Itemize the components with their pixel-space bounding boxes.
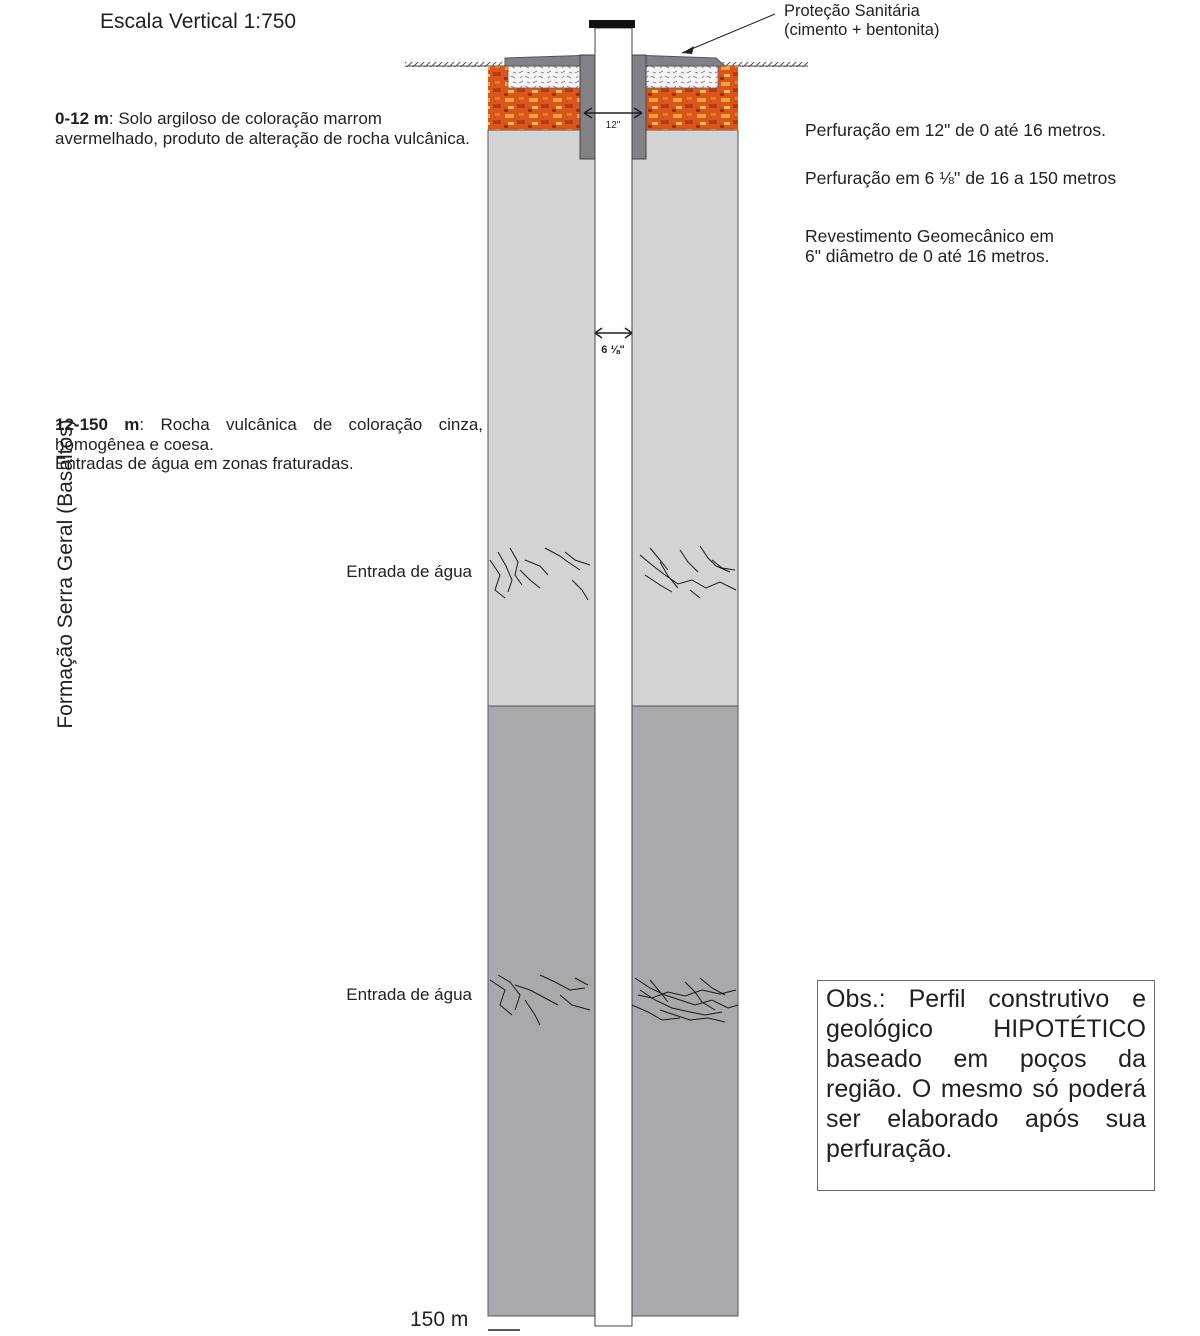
sanitary-protection-label: Proteção Sanitária (cimento + bentonita) [784,2,939,40]
fracture-zone-upper [489,545,737,601]
formation-label: Formação Serra Geral (Basaltos) [54,419,77,729]
drilling-6-spec: Perfuração em 6 ⅛'' de 16 a 150 metros [805,168,1117,188]
protection-leader [681,13,776,54]
water-entry-label-upper: Entrada de água [346,562,472,581]
rock-layer-description: 12-150 m: Rocha vulcânica de coloração c… [55,415,483,474]
sanitary-protection-line1: Proteção Sanitária [784,2,920,20]
observation-note: Obs.: Perfil construtivo e geológico HIP… [817,980,1155,1191]
soil-layer-text: : Solo argiloso de coloração marrom aver… [55,109,470,148]
soil-layer-range: 0-12 m [55,109,109,128]
diameter-6-arrow [594,327,633,339]
casing-spec-line2: 6" diâmetro de 0 até 16 metros. [805,246,1050,266]
sanitary-seal [504,54,727,89]
note-line-6: perfuração. [826,1135,953,1163]
rock-layer-water-note: Entradas de água em zonas fraturadas. [55,454,354,473]
right-formation-column [631,66,739,1317]
drilling-12-spec: Perfuração em 12" de 0 até 16 metros. [805,120,1106,140]
upper-casing [579,54,647,160]
soil-layer-description: 0-12 m: Solo argiloso de coloração marro… [55,109,483,148]
depth-label: 150 m [410,1308,469,1331]
water-entry-label-lower: Entrada de água [346,985,472,1004]
well-cap [589,20,635,28]
rock-layer-range: 12-150 m [55,415,140,434]
vertical-scale-label: Escala Vertical 1:750 [100,10,297,33]
casing-spec-line1: Revestimento Geomecânico em [805,226,1054,246]
note-line-3: baseado em poços da [826,1045,1146,1073]
note-line-1: Obs.: Perfil construtivo e [826,985,1146,1013]
sanitary-protection-line2: (cimento + bentonita) [784,21,940,39]
left-formation-column [487,66,596,1317]
rock-layer-text: : Rocha vulcânica de coloração cinza, ho… [55,415,483,454]
fracture-zone-lower [489,974,739,1026]
note-line-4: região. O mesmo só poderá [826,1075,1146,1103]
diameter-12-label: 12" [606,120,621,131]
note-line-5: ser elaborado após sua [826,1105,1146,1133]
diameter-12-arrow [583,107,643,119]
casing-spec: Revestimento Geomecânico em 6" diâmetro … [805,226,1054,266]
borehole [594,27,633,1327]
diameter-6-label: 6 ⅛" [601,344,625,356]
note-line-2: geológico HIPOTÉTICO [826,1015,1146,1043]
